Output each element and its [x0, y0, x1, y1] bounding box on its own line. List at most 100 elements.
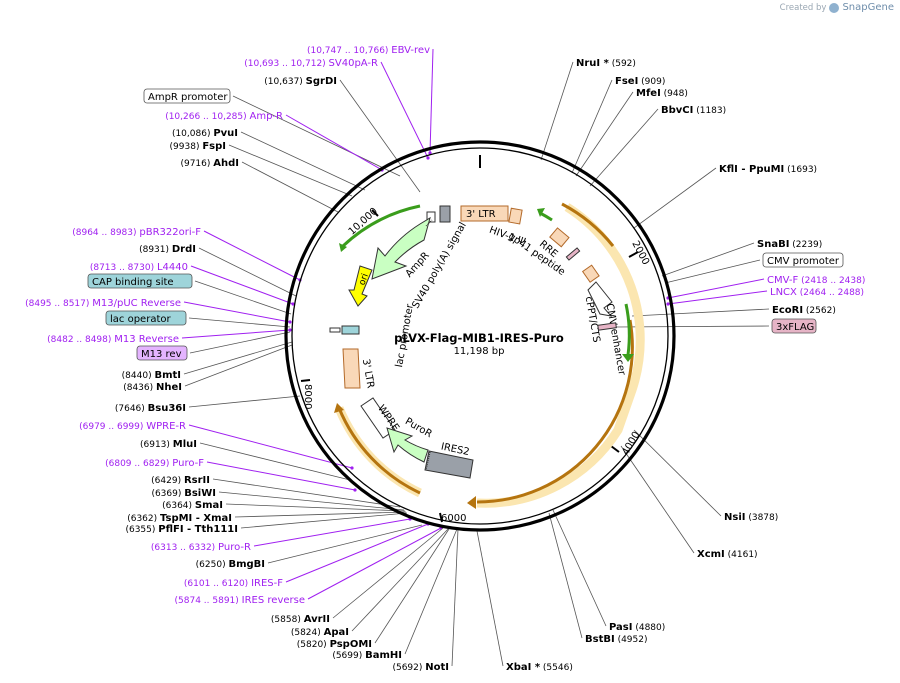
leader-ires-f	[285, 523, 429, 583]
label-bmti: (8440) BmtI	[122, 370, 181, 381]
label-text-pasi: PasI (4880)	[609, 622, 665, 633]
label-bsu36i: (7646) Bsu36I	[115, 403, 186, 414]
label-position: (8931)	[139, 245, 172, 255]
label-position: (6355)	[125, 525, 158, 535]
leader-ecori	[631, 308, 770, 317]
label-name: BmgBI	[228, 559, 265, 570]
label-text-noti: (5692) NotI	[392, 662, 449, 673]
label-name: BmtI	[154, 370, 181, 381]
leader-m13-puc-reverse	[183, 301, 291, 323]
leader-nhei	[184, 344, 293, 387]
primer-site-lncx	[666, 302, 670, 306]
label-text-avrii: (5858) AvrII	[271, 614, 330, 625]
label-ires-f: (6101 .. 6120) IRES-F	[184, 578, 283, 589]
leader-lac-operator	[188, 317, 291, 328]
label-position: (8964 .. 8983)	[72, 228, 139, 238]
ltr-left-label: 3' LTR	[360, 358, 376, 389]
label-bamhi: (5699) BamHI	[332, 650, 402, 661]
leader-puro-r	[253, 518, 411, 547]
label-name: BbvCI	[661, 105, 693, 116]
label-position: (10,637)	[264, 77, 305, 87]
label-name: ApaI	[324, 627, 349, 638]
label-name: AhdI	[213, 158, 239, 169]
label-position: (948)	[661, 89, 688, 99]
label-smai: (6364) SmaI	[162, 500, 223, 511]
label-position: (10,266 .. 10,285)	[165, 112, 249, 122]
label-position: (5692)	[392, 663, 425, 673]
label-fsei: FseI (909)	[615, 76, 665, 87]
label-ecori: EcoRI (2562)	[772, 305, 836, 316]
label-name: TspMI - XmaI	[160, 513, 232, 524]
label-text-bsu36i: (7646) Bsu36I	[115, 403, 186, 414]
label-text-kfli-ppumi: KflI - PpuMI (1693)	[719, 164, 817, 175]
ampr-arrow	[371, 216, 431, 280]
leader-bsu36i	[188, 395, 301, 408]
ltr-top-small	[508, 207, 523, 225]
label-name: BsiWI	[184, 488, 216, 499]
leader-bamhi	[404, 528, 458, 655]
label-position: (1183)	[693, 106, 726, 116]
label-name: FseI	[615, 76, 638, 87]
leader-ebv-rev	[429, 48, 434, 154]
label-cap-binding-site: CAP binding site	[87, 273, 193, 289]
label-position: (592)	[609, 59, 636, 69]
label-lncx: LNCX (2464 .. 2488)	[770, 287, 864, 298]
label-text-xbai: XbaI * (5546)	[506, 662, 573, 673]
label-text-bstbi: BstBI (4952)	[585, 634, 648, 645]
label-text-sgrdi: (10,637) SgrDI	[264, 76, 337, 87]
green-arc-top-right	[539, 211, 553, 222]
label-position: (4161)	[725, 550, 758, 560]
label-noti: (5692) NotI	[392, 662, 449, 673]
label-cmv-f: CMV-F (2418 .. 2438)	[767, 275, 865, 286]
label-text-bmgbi: (6250) BmgBI	[196, 559, 265, 570]
label-name: MluI	[173, 439, 197, 450]
label-l4440: (8713 .. 8730) L4440	[90, 262, 188, 273]
label-pspomi: (5820) PspOMI	[297, 639, 372, 650]
label-drdi: (8931) DrdI	[139, 244, 196, 255]
label-name: NsiI	[724, 512, 745, 523]
gp41-marker	[565, 247, 581, 261]
label-bstbi: BstBI (4952)	[585, 634, 648, 645]
credit-prefix: Created by	[779, 2, 827, 13]
leader-l4440	[190, 265, 294, 305]
label-position: (4952)	[615, 635, 648, 645]
orf-arc-right	[476, 319, 634, 504]
label-fspi: (9938) FspI	[170, 141, 226, 152]
label-name: L4440	[157, 262, 188, 273]
label-position: (10,693 .. 10,712)	[244, 59, 328, 69]
label-text-ahdi: (9716) AhdI	[180, 158, 239, 169]
label-text-pflfi-tth111i: (6355) PflFI - Tth111I	[125, 524, 238, 535]
label-position: (6809 .. 6829)	[105, 459, 172, 469]
leader-bmti	[183, 341, 293, 375]
label-text-lncx: LNCX (2464 .. 2488)	[770, 287, 864, 298]
label-text-bbvci: BbvCI (1183)	[661, 105, 726, 116]
label-snabi: SnaBI (2239)	[757, 239, 822, 250]
label-ires-reverse: (5874 .. 5891) IRES reverse	[175, 595, 305, 606]
small-box-top-1	[426, 211, 436, 223]
label-mlui: (6913) MluI	[140, 439, 197, 450]
label-nhei: (8436) NheI	[123, 382, 182, 393]
label-text-ebv-rev: (10,747 .. 10,766) EBV-rev	[307, 45, 430, 56]
label-text-tspmi-xmai: (6362) TspMI - XmaI	[127, 513, 232, 524]
label-amp-r: (10,266 .. 10,285) Amp-R	[165, 111, 283, 122]
label-text-ires-f: (6101 .. 6120) IRES-F	[184, 578, 283, 589]
box-label-bg-cmv-promoter	[762, 252, 844, 268]
cmv-enhancer-arrow	[587, 281, 613, 317]
label-name: PspOMI	[330, 639, 372, 650]
leader-kfli-ppumi	[633, 167, 717, 229]
label-name: BamHI	[365, 650, 402, 661]
label-position: (1693)	[784, 165, 817, 175]
label-sgrdi: (10,637) SgrDI	[264, 76, 337, 87]
leader-ires-reverse	[307, 527, 442, 600]
label-position: (2562)	[803, 306, 836, 316]
label-position: (4880)	[632, 623, 665, 633]
label-position: (2418 .. 2438)	[798, 276, 865, 286]
primer-site-ebv-rev	[428, 151, 432, 155]
label-text-puro-f: (6809 .. 6829) Puro-F	[105, 458, 204, 469]
primer-site-m13-puc-reverse	[288, 320, 292, 324]
leader-cap-binding-site	[194, 280, 292, 315]
label-xcmi: XcmI (4161)	[697, 549, 758, 560]
label-position: (7646)	[115, 404, 148, 414]
label-name: PvuI	[213, 128, 238, 139]
label-text-fsei: FseI (909)	[615, 76, 665, 87]
